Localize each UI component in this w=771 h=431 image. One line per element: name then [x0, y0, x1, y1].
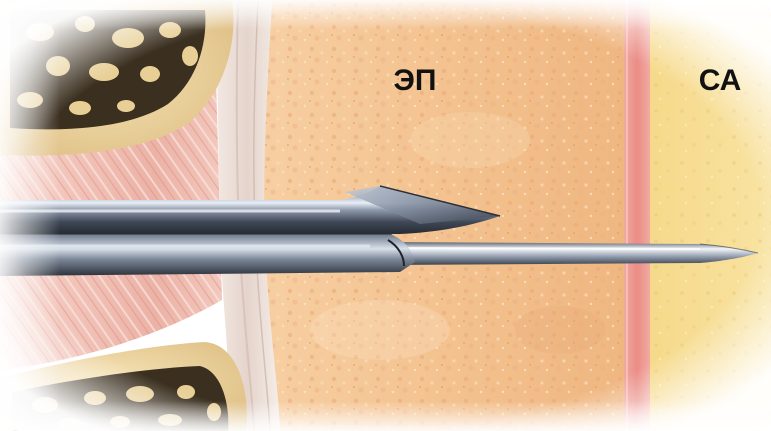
- subarachnoid-space-label: СА: [699, 64, 742, 97]
- epidural-space-label: ЭП: [394, 64, 437, 97]
